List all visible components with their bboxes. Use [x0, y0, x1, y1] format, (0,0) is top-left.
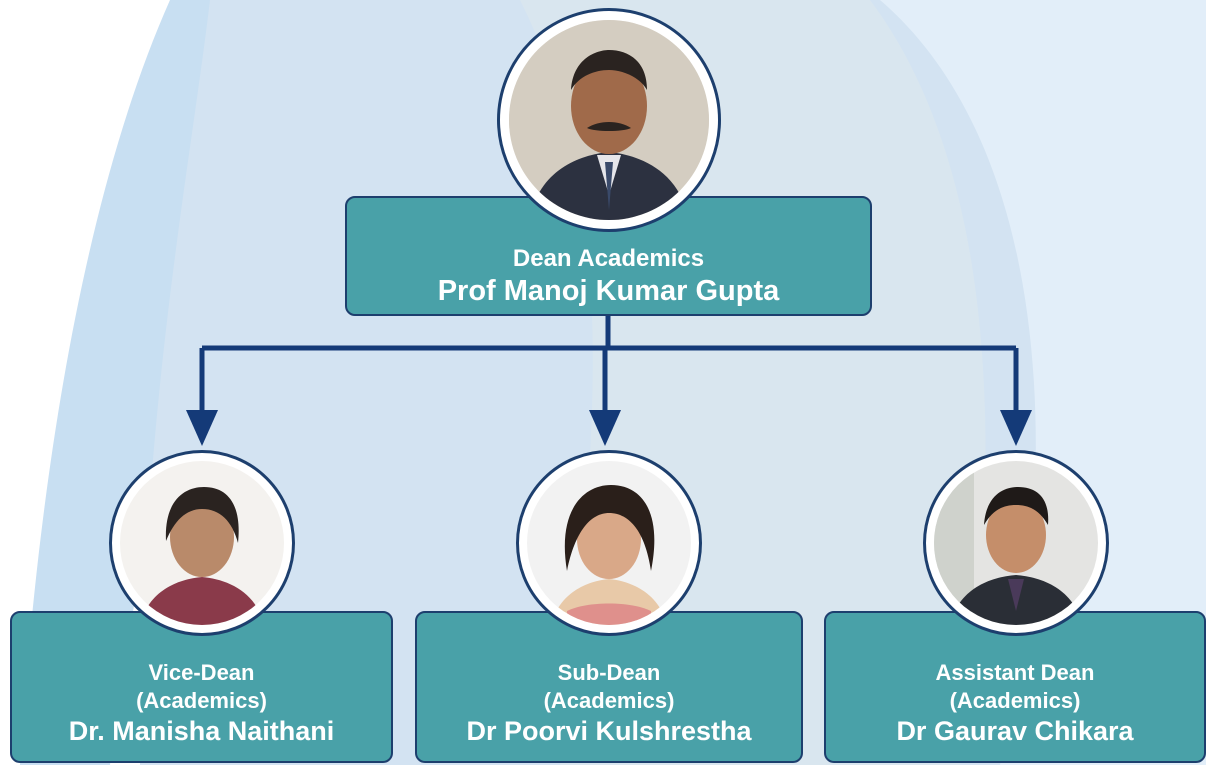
sub-dean-name: Dr Poorvi Kulshrestha — [466, 716, 752, 746]
sub-dean-box: Sub-Dean (Academics) Dr Poorvi Kulshrest… — [415, 611, 803, 763]
dean-box: Dean Academics Prof Manoj Kumar Gupta — [345, 196, 872, 316]
woman-portrait-icon — [109, 450, 295, 636]
assistant-dean-name: Dr Gaurav Chikara — [896, 716, 1134, 746]
dean-role: Dean Academics — [512, 245, 705, 272]
arrowhead-left — [186, 410, 218, 446]
assistant-dean-box: Assistant Dean (Academics) Dr Gaurav Chi… — [824, 611, 1206, 763]
arrowhead-center — [589, 410, 621, 446]
assistant-dean-role: Assistant Dean — [935, 660, 1095, 685]
arrowhead-right — [1000, 410, 1032, 446]
vice-dean-department: (Academics) — [136, 688, 267, 713]
sub-dean-department: (Academics) — [543, 688, 675, 713]
dean-name: Prof Manoj Kumar Gupta — [437, 275, 780, 307]
vice-dean-name: Dr. Manisha Naithani — [68, 716, 335, 746]
vice-dean-box: Vice-Dean (Academics) Dr. Manisha Naitha… — [10, 611, 393, 763]
sub-dean-role: Sub-Dean — [557, 660, 661, 685]
assistant-dean-department: (Academics) — [949, 688, 1081, 713]
woman-portrait-icon — [516, 450, 702, 636]
man-portrait-icon — [923, 450, 1109, 636]
vice-dean-role: Vice-Dean — [148, 660, 255, 685]
man-in-suit-portrait-icon — [497, 8, 721, 232]
